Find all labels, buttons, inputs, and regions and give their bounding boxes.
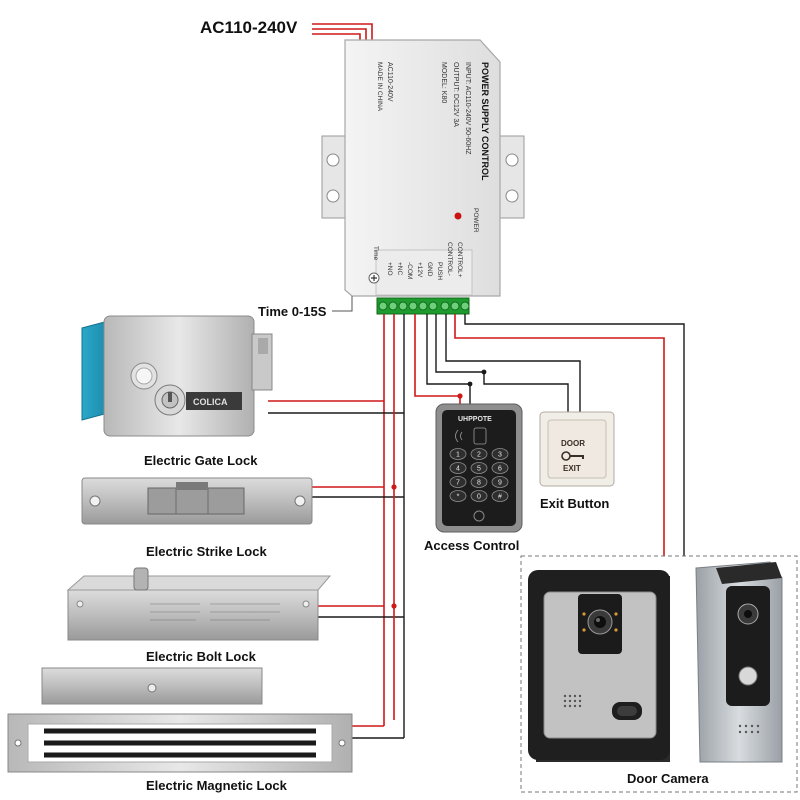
keypad-key — [449, 490, 467, 502]
bolt-lock-label: Electric Bolt Lock — [146, 649, 257, 664]
wiring — [268, 314, 685, 739]
rfid-icon — [455, 427, 487, 445]
timer-knob-icon — [371, 275, 377, 281]
keypad-key-label: 0 — [477, 494, 481, 501]
electric-strike-lock — [81, 477, 313, 525]
keypad-key — [470, 476, 488, 488]
terminal-screws — [378, 301, 470, 311]
strike-lock-label: Electric Strike Lock — [146, 544, 267, 559]
terminal-label-nc: +NC — [396, 262, 403, 275]
terminal-label-com: -COM — [406, 262, 413, 279]
keypad-key-label: 6 — [498, 466, 502, 473]
door-camera-front — [528, 570, 670, 762]
keypad-brand: UHPPOTE — [458, 416, 492, 423]
speaker-grille — [563, 694, 582, 708]
magnetic-lock-label: Electric Magnetic Lock — [146, 778, 288, 793]
keypad-key-label: 7 — [456, 480, 460, 487]
electric-bolt-lock — [66, 567, 332, 641]
psu-input-spec: INPUT: AC110-240V 50-60HZ — [464, 62, 471, 155]
keypad-key — [491, 448, 509, 460]
keypad-key — [491, 490, 509, 502]
keypad-key — [449, 462, 467, 474]
power-supply-unit: POWER SUPPLY CONTROL INPUT: AC110-240V 5… — [321, 39, 525, 315]
psu-made-in: MADE IN CHINA — [376, 62, 383, 112]
door-camera-label: Door Camera — [627, 771, 709, 786]
electric-magnetic-lock — [7, 667, 353, 773]
keypad-key-label: * — [457, 494, 460, 501]
keypad-key — [470, 448, 488, 460]
keypad-key — [449, 448, 467, 460]
psu-output-spec: OUTPUT: DC12V 3A — [452, 62, 459, 127]
keypad-key — [491, 462, 509, 474]
key-icon — [561, 451, 584, 461]
door-camera-group-border — [520, 555, 798, 793]
terminal-labels: +NO +NC -COM +12V GND PUSH CONTROL- CONT… — [386, 242, 463, 280]
keypad-key-label: 2 — [477, 452, 481, 459]
keypad-key-label: 4 — [456, 466, 460, 473]
timer-callout-line — [332, 296, 353, 312]
exit-button-text-bottom: EXIT — [563, 464, 581, 473]
door-camera-side — [695, 561, 783, 763]
keypad-key-label: 1 — [456, 452, 460, 459]
access-control-label: Access Control — [424, 538, 519, 553]
junction-dots — [391, 393, 463, 609]
exit-button: DOOR EXIT — [539, 411, 615, 487]
terminal-label-control-minus: CONTROL- — [446, 242, 453, 276]
keypad-key — [470, 462, 488, 474]
terminal-label-push: PUSH — [436, 262, 443, 280]
exit-button-text-top: DOOR — [561, 439, 585, 448]
psu-ac-mark: AC110-240V — [386, 62, 393, 102]
power-led — [454, 212, 462, 220]
terminal-label-no: +NO — [386, 262, 393, 276]
timer-callout: Time 0-15S — [258, 304, 327, 319]
time-label: Time — [372, 246, 379, 261]
keypad-key-label: 5 — [477, 466, 481, 473]
keypad-key-label: 3 — [498, 452, 502, 459]
access-control-keypad: UHPPOTE 1 2 3 4 5 6 7 8 9 * 0 # — [435, 403, 523, 533]
keypad-key-label: # — [498, 494, 502, 501]
mains-label: AC110-240V — [200, 18, 298, 37]
keypad-key — [491, 476, 509, 488]
keypad-key-label: 9 — [498, 480, 502, 487]
keypad-keys: 1 2 3 4 5 6 7 8 9 * 0 # — [449, 448, 509, 502]
exit-button-label: Exit Button — [540, 496, 609, 511]
keypad-key-label: 8 — [477, 480, 481, 487]
keypad-key — [470, 490, 488, 502]
gate-lock-label: Electric Gate Lock — [144, 453, 258, 468]
terminal-label-control-plus: CONTROL+ — [456, 242, 463, 278]
gate-lock-brand: COLICA — [193, 397, 228, 407]
psu-title: POWER SUPPLY CONTROL — [480, 62, 490, 181]
keypad-key — [449, 476, 467, 488]
electric-gate-lock: COLICA — [81, 315, 273, 437]
psu-model: MODEL: K80 — [440, 62, 447, 103]
power-led-label: POWER — [472, 208, 479, 233]
terminal-label-12v: +12V — [416, 262, 423, 278]
terminal-label-gnd: GND — [426, 262, 433, 277]
